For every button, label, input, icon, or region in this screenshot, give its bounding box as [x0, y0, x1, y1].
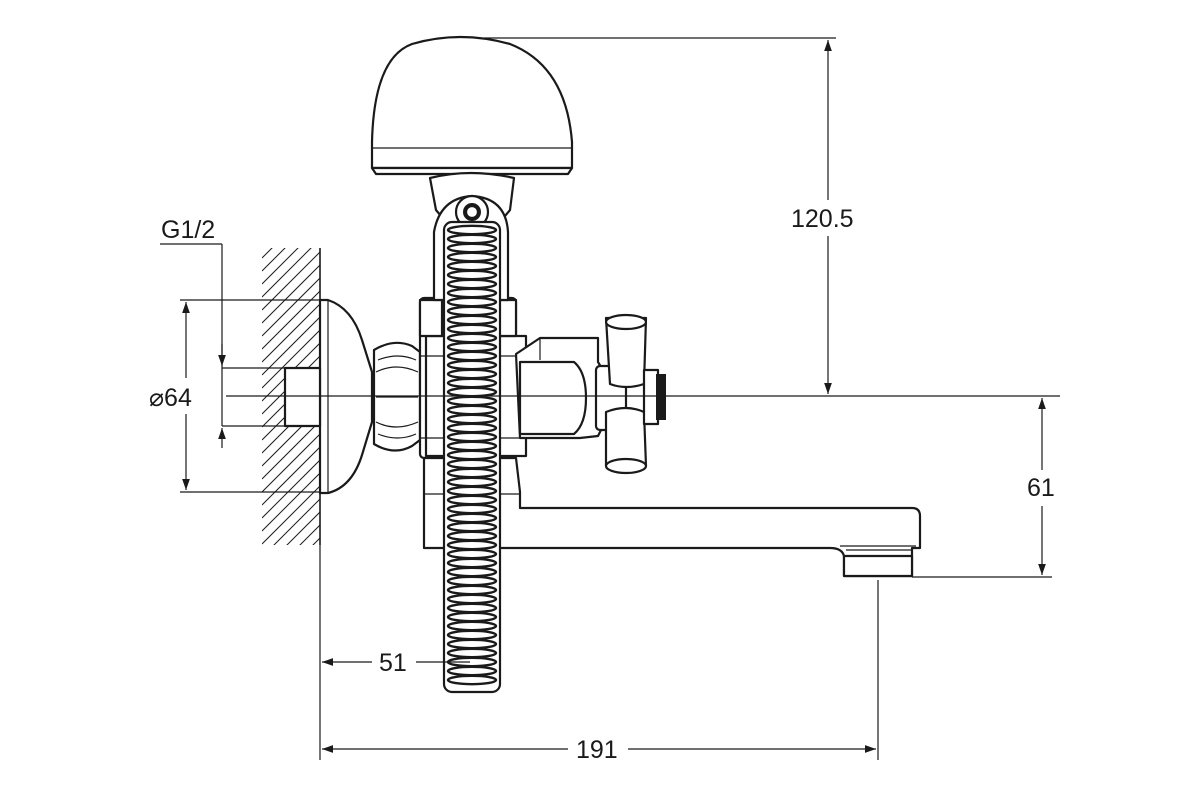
dim-thread: G1/2	[160, 216, 285, 448]
hose-ring	[446, 638, 498, 650]
wall-hatch-line	[262, 616, 320, 674]
hose-ring	[446, 314, 498, 326]
wall-hatch-line	[262, 316, 320, 376]
hose-ring	[446, 332, 498, 344]
wall-hatch-line	[312, 537, 320, 545]
wall-hatch-line	[262, 446, 320, 506]
wall-hatch-line	[262, 577, 320, 635]
wall-hatch-line	[262, 420, 320, 480]
hose-ring	[446, 350, 498, 362]
hose-ring	[446, 512, 498, 524]
wall-hatch-line	[262, 277, 320, 337]
hose-ring	[446, 539, 498, 551]
valve-housing	[514, 336, 606, 440]
hose-ring	[446, 323, 498, 335]
wall-hatch-line	[286, 511, 320, 545]
hose-ring	[446, 620, 498, 632]
hose-ring	[446, 584, 498, 596]
hose-ring	[446, 296, 498, 308]
hose-ring	[446, 485, 498, 497]
dim-wall-offset: 51	[319, 545, 470, 760]
hose-ring	[446, 341, 498, 353]
dim-wall-offset-label: 51	[379, 649, 407, 677]
hose-ring	[446, 386, 498, 398]
hose-ring	[446, 566, 498, 578]
hose-ring	[446, 530, 498, 542]
hose-ring	[446, 548, 498, 560]
hose-ring	[446, 431, 498, 443]
dim-overall-length-label: 191	[576, 736, 618, 764]
wall-hatch-line	[262, 590, 320, 648]
wall-hatch-line	[262, 564, 320, 622]
hose-ring	[446, 233, 498, 245]
wall-hatch-line	[262, 459, 320, 519]
wall-hatch-line	[299, 524, 320, 545]
hose-ring	[446, 458, 498, 470]
wall-hatch-line	[262, 248, 273, 259]
hose-ring	[446, 287, 498, 299]
hose-ring	[446, 422, 498, 434]
wall-hatch-line	[262, 248, 299, 285]
hose-ring	[446, 494, 498, 506]
hose-ring	[446, 611, 498, 623]
hose-ring	[446, 476, 498, 488]
wall-hatch-line	[262, 603, 320, 661]
dim-spout-height-label: 61	[1027, 474, 1055, 502]
wall-hatch-line	[262, 251, 320, 311]
wall-hatch-line	[262, 485, 320, 545]
hose-ring	[446, 602, 498, 614]
wall-hatch-line	[273, 498, 320, 545]
hose-ring	[446, 557, 498, 569]
hose-ring	[446, 413, 498, 425]
hose-ring	[446, 404, 498, 416]
hose-ring	[446, 674, 498, 686]
dim-overall-length: 191	[322, 580, 879, 764]
hose-ring	[446, 368, 498, 380]
dim-thread-label: G1/2	[161, 216, 215, 244]
hose-ring	[446, 647, 498, 659]
wall-hatch-line	[262, 329, 320, 389]
hose-ring	[446, 575, 498, 587]
dim-holder-height: 120.5	[484, 37, 854, 394]
wall-hatch-line	[262, 248, 312, 298]
wall-hatch-line	[262, 264, 320, 324]
shower-hose	[442, 220, 502, 694]
wall-hatch-line	[262, 303, 320, 363]
dim-flange-diameter: ⌀64	[149, 299, 320, 493]
hose-ring	[446, 224, 498, 236]
hose-ring	[446, 503, 498, 515]
hose-ring	[446, 449, 498, 461]
hose-ring	[446, 278, 498, 290]
dim-flange-diameter-label: ⌀64	[149, 384, 192, 412]
hose-ring	[446, 377, 498, 389]
hose-ring	[446, 251, 498, 263]
dim-holder-height-label: 120.5	[791, 205, 854, 233]
hose-ring	[446, 395, 498, 407]
wall-hatch-line	[262, 433, 320, 493]
wall-hatch-line	[262, 290, 320, 350]
cross-handle[interactable]	[594, 313, 666, 475]
wall	[262, 248, 321, 674]
hose-ring	[446, 359, 498, 371]
wall-hatch-line	[262, 248, 286, 272]
hose-ring	[446, 260, 498, 272]
shower-holder	[370, 35, 574, 176]
dim-spout-height: 61	[912, 398, 1055, 578]
spout	[422, 456, 922, 578]
wall-hatch-line	[262, 551, 320, 609]
hose-ring	[446, 521, 498, 533]
hose-ring	[446, 467, 498, 479]
hose-ring	[446, 269, 498, 281]
wall-hatch-line	[262, 472, 320, 532]
hose-ring	[446, 440, 498, 452]
hose-ring	[446, 242, 498, 254]
hex-nut	[372, 341, 422, 452]
hose-ring	[446, 629, 498, 641]
hose-ring	[446, 665, 498, 677]
hose-ring	[446, 593, 498, 605]
hose-ring	[446, 305, 498, 317]
